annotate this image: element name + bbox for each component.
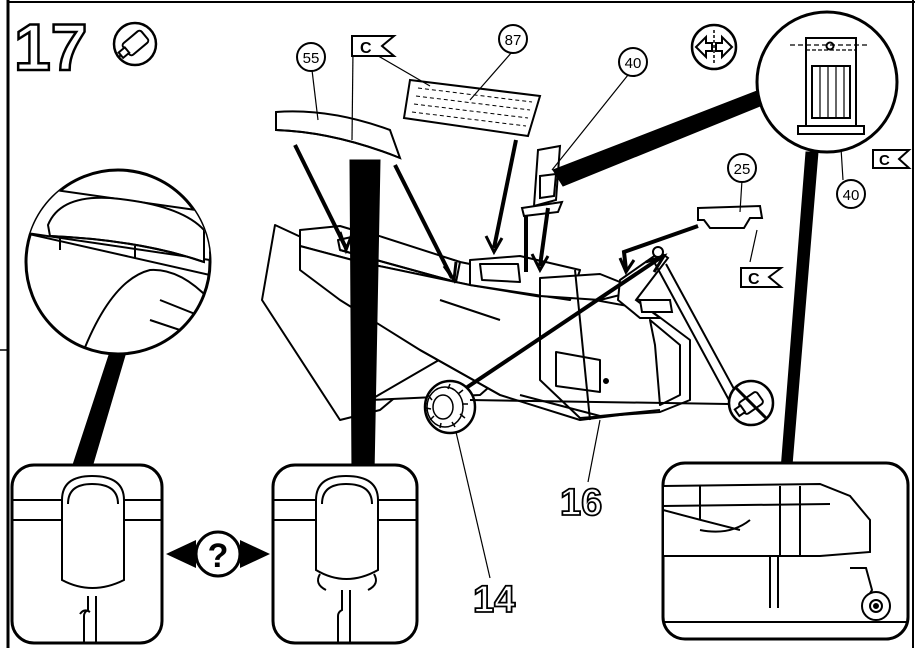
callout-40: 40 xyxy=(618,47,648,77)
detail-panel-side-view xyxy=(661,461,910,641)
cement-mark-label: C xyxy=(879,152,890,169)
cement-flag-icon: C xyxy=(872,149,912,169)
cement-flag-icon: C xyxy=(351,35,397,57)
assembly-arrows xyxy=(293,139,699,390)
callout-25: 25 xyxy=(727,153,757,183)
callout-87-label: 87 xyxy=(505,32,522,49)
symmetry-arrows-icon xyxy=(690,23,738,71)
part-55 xyxy=(275,110,402,160)
no-glue-icon xyxy=(727,379,775,427)
cement-mark-label: C xyxy=(748,271,760,288)
detail-circle-stand xyxy=(755,10,899,154)
question-icon: ? xyxy=(166,530,270,578)
callout-40-label: 40 xyxy=(625,55,642,72)
cement-mark-label: C xyxy=(360,40,372,57)
part-label-16: 16 xyxy=(560,482,602,524)
wheel-14 xyxy=(423,379,477,435)
step-number: 17 xyxy=(14,10,87,84)
part-87 xyxy=(402,78,542,138)
detail-circle-fairing xyxy=(24,168,212,356)
callout-25-label: 25 xyxy=(734,161,751,178)
detail-panel-option-b xyxy=(271,463,419,645)
part-40 xyxy=(520,144,564,218)
part-label-14: 14 xyxy=(473,579,515,621)
callout-87: 87 xyxy=(498,24,528,54)
cement-flag-icon: C xyxy=(740,267,784,288)
leader-lines xyxy=(311,49,844,579)
part-25 xyxy=(697,204,764,229)
callout-40-detail: 40 xyxy=(836,179,866,209)
callout-55: 55 xyxy=(296,42,326,72)
callout-40-detail-label: 40 xyxy=(843,187,860,204)
callout-55-label: 55 xyxy=(303,50,320,67)
glue-tube-icon xyxy=(112,21,158,67)
detail-panel-option-a xyxy=(10,463,164,645)
question-mark: ? xyxy=(208,537,229,575)
